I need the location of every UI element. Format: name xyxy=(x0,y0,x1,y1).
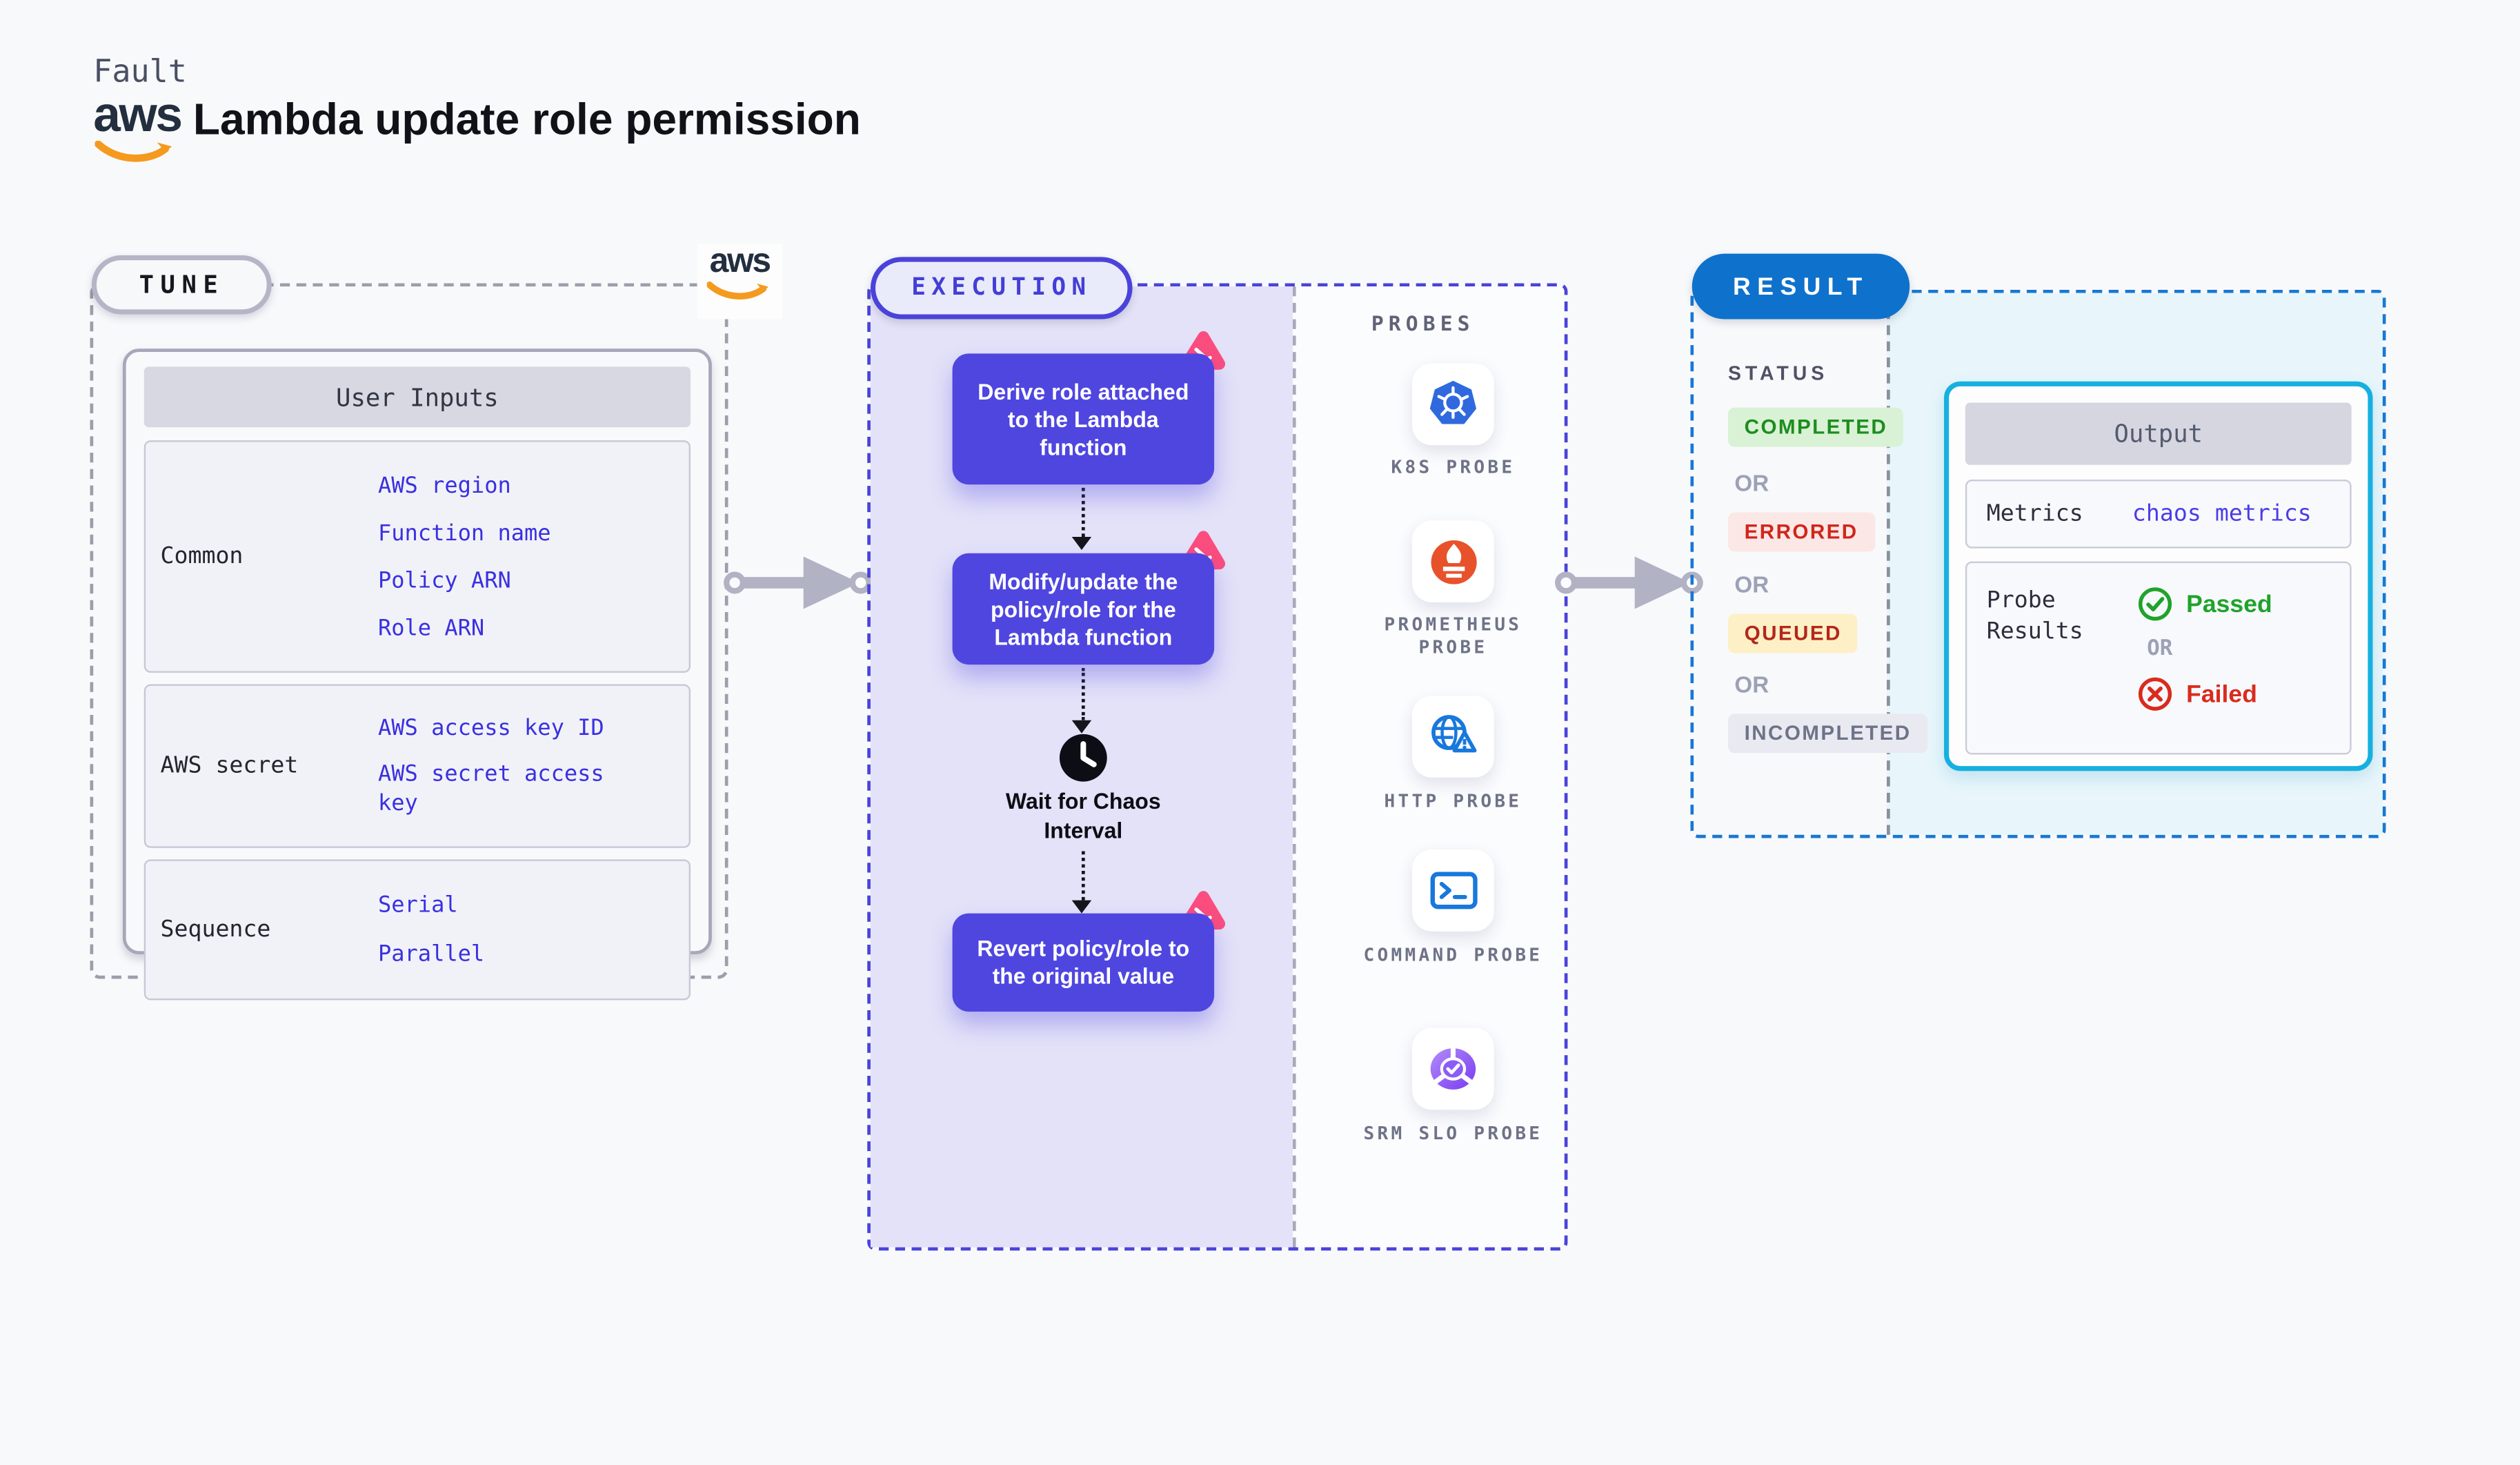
probe-results-values: Passed OR Failed xyxy=(2137,586,2272,753)
input-link-aws-region[interactable]: AWS region xyxy=(377,472,511,499)
probe-tile-srm-slo xyxy=(1412,1028,1494,1110)
user-inputs-card: User Inputs Common AWS region Function n… xyxy=(122,348,712,1001)
flow-connector xyxy=(1081,851,1085,901)
fault-kicker: Fault xyxy=(93,54,187,90)
clock-icon xyxy=(1059,734,1107,782)
status-badge-completed: COMPLETED xyxy=(1727,407,1904,447)
aws-logo: aws xyxy=(93,88,183,172)
tune-pill: TUNE xyxy=(91,255,272,315)
chaos-metrics-link[interactable]: chaos metrics xyxy=(2132,500,2312,527)
or-label: OR xyxy=(2147,636,2173,662)
result-pill: RESULT xyxy=(1691,253,1909,319)
or-label: OR xyxy=(1734,671,1769,698)
probe-label: COMMAND PROBE xyxy=(1363,944,1543,966)
aws-logo-small: aws xyxy=(697,242,782,319)
failed-indicator: Failed xyxy=(2137,676,2272,712)
node-derive-role: Derive role attached to the Lambda funct… xyxy=(952,331,1226,485)
passed-label: Passed xyxy=(2186,590,2272,618)
input-link-function-name[interactable]: Function name xyxy=(377,520,551,547)
metrics-label: Metrics xyxy=(1986,500,2083,527)
input-group-items: Serial Parallel xyxy=(378,861,689,999)
probe-results-row: Probe Results Passed OR Failed xyxy=(1965,561,2352,755)
srm-slo-icon xyxy=(1430,1048,1476,1090)
input-link-parallel[interactable]: Parallel xyxy=(377,941,485,967)
input-link-policy-arn[interactable]: Policy ARN xyxy=(377,567,511,593)
probe-tile-prometheus xyxy=(1412,520,1494,602)
probe-label: SRM SLO PROBE xyxy=(1363,1123,1543,1145)
flow-node-label: Revert policy/role to the original value xyxy=(952,913,1215,1012)
execution-pill: EXECUTION xyxy=(870,257,1133,319)
wait-for-chaos-label: Wait for Chaos Interval xyxy=(1005,789,1161,843)
probes-title: PROBES xyxy=(1371,311,1475,336)
flow-arrow-tune-to-execution xyxy=(724,556,872,609)
aws-smile-icon xyxy=(94,140,172,162)
or-label: OR xyxy=(1734,571,1769,598)
probe-tile-command xyxy=(1412,849,1494,932)
flow-connector-arrowhead xyxy=(1071,720,1092,734)
aws-logo-small-text: aws xyxy=(709,242,771,280)
flow-arrow-execution-to-result xyxy=(1555,556,1703,609)
input-group-items: AWS region Function name Policy ARN Role… xyxy=(378,442,689,671)
or-label: OR xyxy=(1734,469,1769,496)
input-link-access-key-id[interactable]: AWS access key ID xyxy=(377,715,604,742)
input-group-aws-secret: AWS secret AWS access key ID AWS secret … xyxy=(143,684,691,848)
http-globe-icon xyxy=(1431,715,1477,753)
output-header: Output xyxy=(1965,402,2352,465)
kubernetes-icon xyxy=(1429,380,1477,424)
node-modify-policy: Modify/update the policy/role for the La… xyxy=(952,531,1226,665)
prometheus-icon xyxy=(1430,539,1476,584)
passed-indicator: Passed xyxy=(2137,586,2272,622)
probe-label: K8S PROBE xyxy=(1391,456,1516,478)
status-badge-errored: ERRORED xyxy=(1727,512,1875,552)
flow-connector-arrowhead xyxy=(1071,900,1092,914)
failed-label: Failed xyxy=(2186,680,2257,708)
probe-results-label: Probe Results xyxy=(1986,587,2083,645)
terminal-icon xyxy=(1429,871,1477,909)
x-circle-icon xyxy=(2138,677,2172,711)
flow-connector xyxy=(1081,487,1085,538)
input-group-common: Common AWS region Function name Policy A… xyxy=(143,440,691,673)
aws-smile-icon xyxy=(706,282,768,299)
page-title: Lambda update role permission xyxy=(192,95,861,144)
input-group-label: Common xyxy=(160,543,244,570)
probe-tile-k8s xyxy=(1412,363,1494,446)
probe-label: PROMETHEUS PROBE xyxy=(1384,613,1522,658)
flow-connector-arrowhead xyxy=(1071,537,1092,551)
status-title: STATUS xyxy=(1727,362,1829,385)
status-badge-queued: QUEUED xyxy=(1727,613,1858,653)
node-revert-policy: Revert policy/role to the original value xyxy=(952,891,1226,1012)
input-link-secret-access-key[interactable]: AWS secret access key xyxy=(377,761,604,817)
input-group-label: Sequence xyxy=(160,916,271,943)
probe-tile-http xyxy=(1412,696,1494,778)
flow-node-label: Modify/update the policy/role for the La… xyxy=(952,553,1215,665)
flow-node-label: Derive role attached to the Lambda funct… xyxy=(952,353,1215,485)
input-group-sequence: Sequence Serial Parallel xyxy=(143,859,691,1001)
user-inputs-header: User Inputs xyxy=(143,366,691,428)
aws-logo-text: aws xyxy=(93,88,183,143)
check-circle-icon xyxy=(2138,587,2172,621)
output-card: Output Metrics chaos metrics Probe Resul… xyxy=(1944,381,2373,771)
input-group-label: AWS secret xyxy=(160,753,299,780)
status-badge-incompleted: INCOMPLETED xyxy=(1727,714,1928,754)
probe-label: HTTP PROBE xyxy=(1384,790,1522,812)
input-link-role-arn[interactable]: Role ARN xyxy=(377,614,485,641)
metrics-row: Metrics chaos metrics xyxy=(1965,480,2352,549)
flow-connector xyxy=(1081,667,1085,720)
input-group-items: AWS access key ID AWS secret access key xyxy=(378,686,689,846)
input-link-serial[interactable]: Serial xyxy=(377,892,458,918)
